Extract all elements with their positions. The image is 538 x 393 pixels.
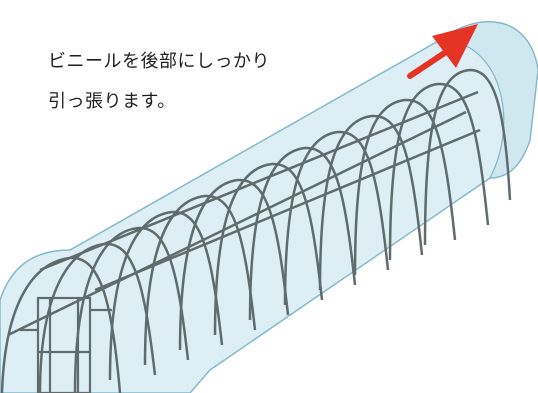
instruction-caption: ビニールを後部にしっかり 引っ張ります。	[48, 42, 270, 122]
arch-frames	[0, 68, 512, 393]
front-door-frame	[20, 296, 112, 393]
pull-direction-arrow-icon	[407, 24, 478, 79]
caption-line-1: ビニールを後部にしっかり	[48, 51, 270, 72]
caption-line-2: 引っ張ります。	[48, 91, 176, 112]
